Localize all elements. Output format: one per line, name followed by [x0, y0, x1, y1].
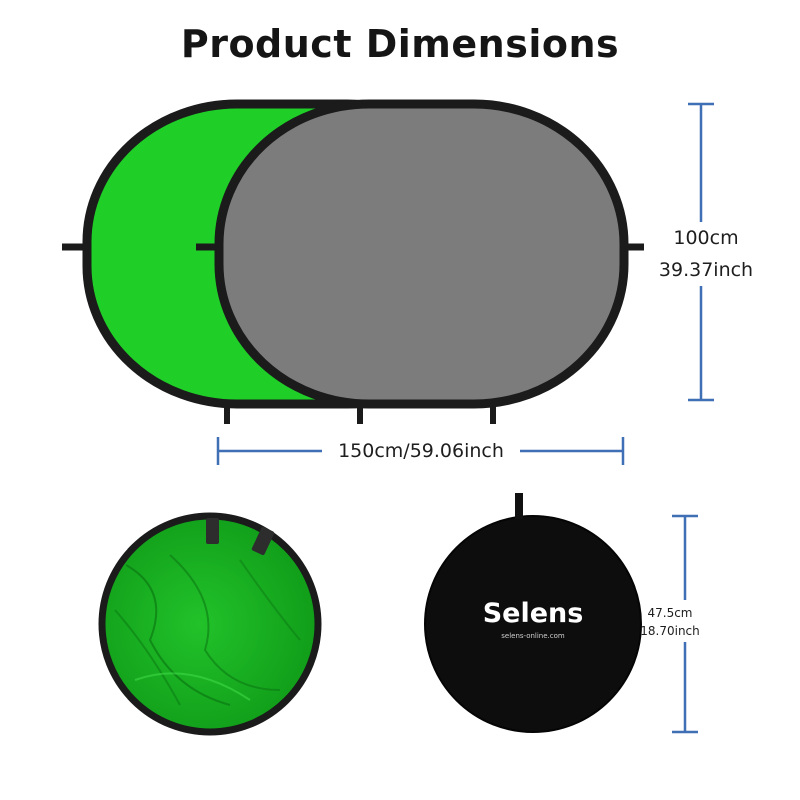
- brand-url: selens-online.com: [501, 632, 565, 640]
- brand-logo-text: Selens: [482, 598, 584, 629]
- carry-case-tab: [515, 493, 523, 519]
- height-imperial: 39.37inch: [658, 259, 754, 281]
- gray-backdrop-panel: [196, 99, 644, 424]
- folded-dimension-label: 47.5cm 18.70inch: [630, 604, 710, 640]
- folded-green-tab-left: [206, 518, 219, 544]
- height-dimension-label: 100cm 39.37inch: [648, 222, 764, 286]
- folded-green-backdrop: [98, 512, 322, 736]
- page-title: Product Dimensions: [180, 22, 620, 66]
- gray-panel-shape: [214, 99, 629, 409]
- folded-dimension-line: [672, 514, 698, 734]
- folded-green-tab-right: [251, 526, 275, 556]
- height-metric: 100cm: [673, 227, 739, 249]
- folded-imperial: 18.70inch: [640, 624, 700, 638]
- folded-carry-case: [424, 493, 642, 733]
- width-dimension-label: 150cm/59.06inch: [322, 437, 520, 465]
- folded-metric: 47.5cm: [647, 606, 693, 620]
